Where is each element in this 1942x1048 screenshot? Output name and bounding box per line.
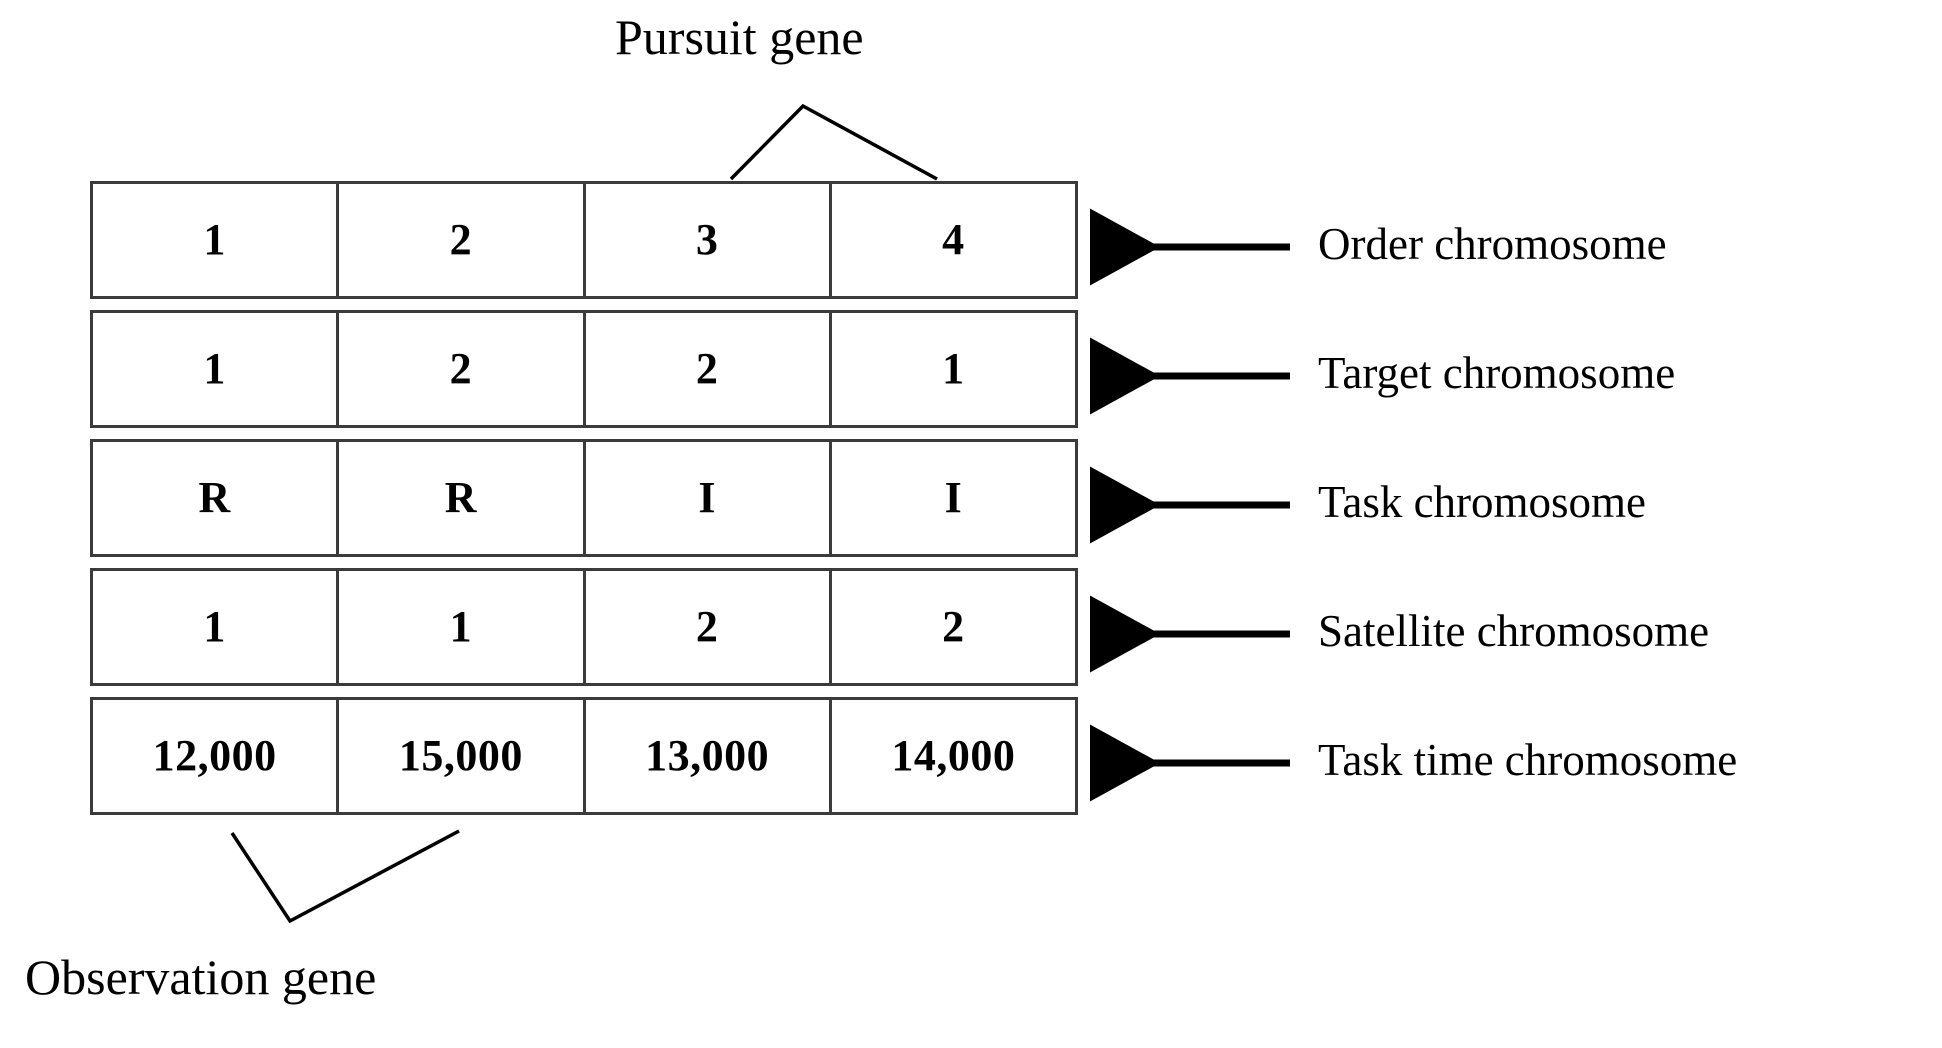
observation-gene-bracket (230, 829, 460, 924)
chromosome-cell: 2 (339, 313, 586, 425)
chromosome-cell: 1 (339, 571, 586, 683)
chromosome-cell: I (586, 442, 832, 554)
chromosome-cell: 14,000 (891, 731, 1016, 780)
chromosome-cell: 2 (339, 184, 586, 296)
chromosome-cell: 1 (93, 184, 340, 296)
row-label-task-chromosome: Task chromosome (1318, 477, 1647, 527)
chromosome-row-task-time: 12,000 15,000 13,000 14,000 (90, 697, 1078, 815)
chromosome-row-satellite: 1 1 2 2 (90, 568, 1078, 686)
chromosome-cell: 13,000 (586, 700, 832, 812)
observation-gene-label: Observation gene (25, 949, 377, 1005)
row-label-satellite-chromosome: Satellite chromosome (1318, 606, 1710, 656)
chromosome-cell: 1 (93, 571, 340, 683)
chromosome-cell: 1 (93, 313, 340, 425)
chromosome-cell: 3 (586, 184, 832, 296)
pursuit-gene-bracket (729, 103, 938, 181)
chromosome-cell: 15,000 (339, 700, 586, 812)
chromosome-cell: 2 (586, 313, 832, 425)
row-label-target-chromosome: Target chromosome (1318, 348, 1676, 398)
chromosome-cell: 2 (942, 602, 965, 651)
chromosome-row-task: R R I I (90, 439, 1078, 557)
chromosome-row-order: 1 2 3 4 (90, 181, 1078, 299)
pursuit-gene-label: Pursuit gene (615, 9, 864, 65)
chromosome-cell: 12,000 (93, 700, 340, 812)
chromosome-cell: 1 (942, 344, 965, 393)
chromosome-cell: R (339, 442, 586, 554)
chromosome-row-target: 1 2 2 1 (90, 310, 1078, 428)
chromosome-cell: I (944, 473, 963, 522)
chromosome-cell: R (93, 442, 340, 554)
chromosome-cell: 4 (942, 215, 965, 264)
row-label-task-time-chromosome: Task time chromosome (1318, 735, 1738, 785)
row-label-order-chromosome: Order chromosome (1318, 219, 1667, 269)
chromosome-cell: 2 (586, 571, 832, 683)
